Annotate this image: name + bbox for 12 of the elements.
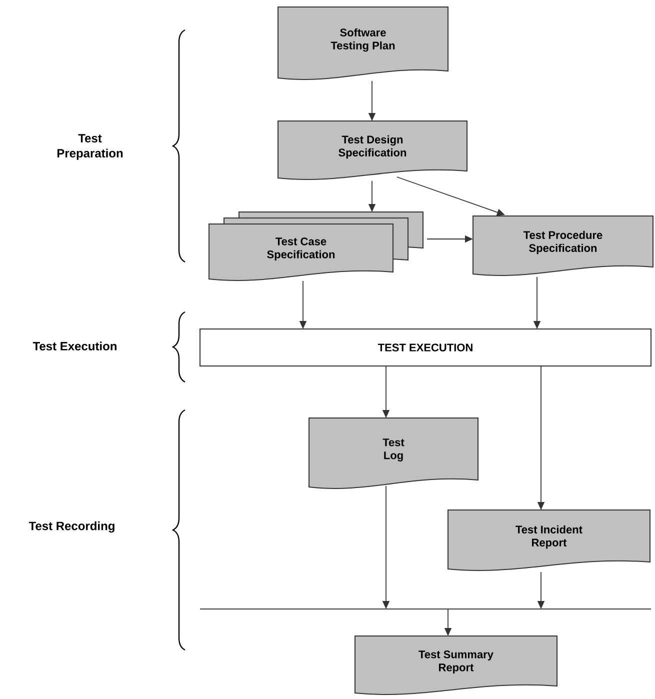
document-box: Software Testing Plan (278, 6, 448, 80)
document-box: Test Procedure Specification (472, 216, 654, 276)
document-box: Test Summary Report (354, 636, 558, 695)
document-stack: Test Case Specification (208, 212, 424, 281)
document-box: Test Design Specification (278, 120, 468, 180)
phase-label: Test Preparation (57, 134, 123, 160)
process-box: TEST EXECUTION (200, 328, 652, 366)
phase-label: Test Execution (32, 342, 116, 350)
document-box: Test Log (308, 418, 478, 489)
merge-line (200, 608, 652, 610)
phase-label: Test Recording (28, 521, 114, 533)
document-box: Test Incident Report (448, 510, 650, 571)
